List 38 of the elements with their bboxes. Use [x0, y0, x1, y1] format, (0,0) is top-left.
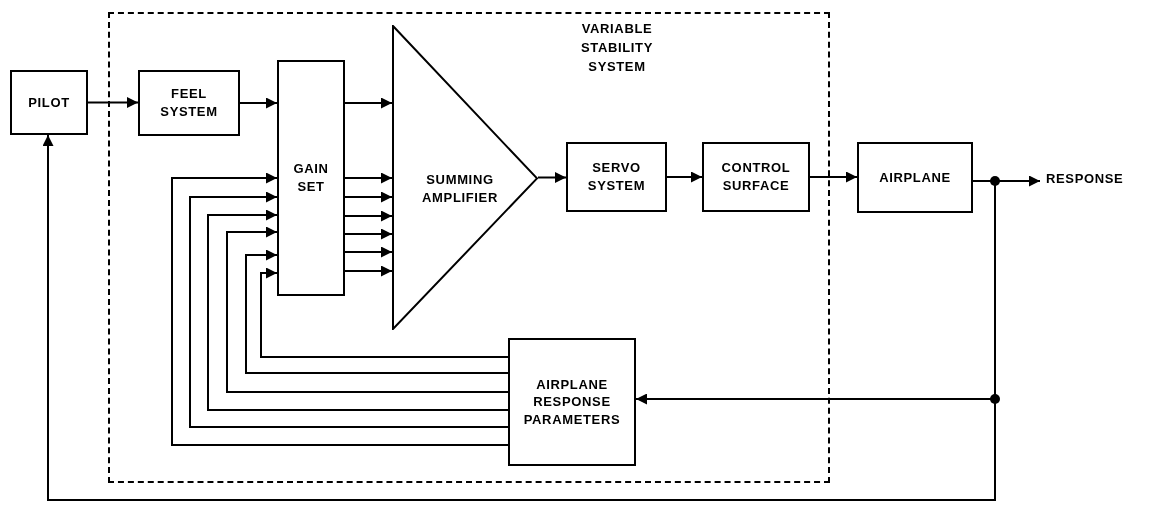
- dashed-enclosure: [108, 12, 830, 483]
- amplifier-triangle: [392, 25, 538, 330]
- arrow: [666, 171, 703, 183]
- block-label: SUMMING AMPLIFIER: [421, 170, 499, 207]
- arrow: [260, 267, 509, 358]
- arrow: [809, 171, 858, 183]
- arrow: [245, 249, 509, 374]
- arrow: [189, 191, 509, 428]
- arrow: [87, 97, 139, 108]
- arrow: [537, 172, 567, 183]
- arrow: [171, 172, 509, 446]
- block-box: [857, 142, 973, 213]
- arrow: [344, 228, 393, 240]
- block-label: FEEL SYSTEM: [159, 85, 219, 121]
- arrow: [239, 97, 278, 109]
- block-box: [10, 70, 88, 135]
- arrow: [344, 265, 393, 277]
- block-box: [566, 142, 667, 212]
- block-box: [508, 338, 636, 466]
- arrow: [344, 191, 393, 203]
- system-title: VARIABLE STABILITY SYSTEM: [579, 20, 655, 76]
- block-label: AIRPLANE RESPONSE PARAMETERS: [522, 375, 622, 429]
- arrow: [344, 97, 393, 109]
- block-box: [138, 70, 240, 136]
- block-box: [277, 60, 345, 296]
- block-label: SERVO SYSTEM: [586, 159, 647, 195]
- arrow: [42, 134, 996, 501]
- block-box: [702, 142, 810, 212]
- arrow: [226, 226, 509, 393]
- arrow: [344, 210, 393, 222]
- arrow: [344, 246, 393, 258]
- block-label: AIRPLANE: [879, 168, 951, 187]
- arrow: [207, 209, 509, 411]
- block-label: GAIN SET: [292, 160, 330, 196]
- block-label: CONTROL SURFACE: [720, 159, 792, 195]
- output-label: RESPONSE: [1046, 170, 1124, 189]
- block-label: PILOT: [28, 93, 70, 112]
- arrow: [344, 172, 393, 184]
